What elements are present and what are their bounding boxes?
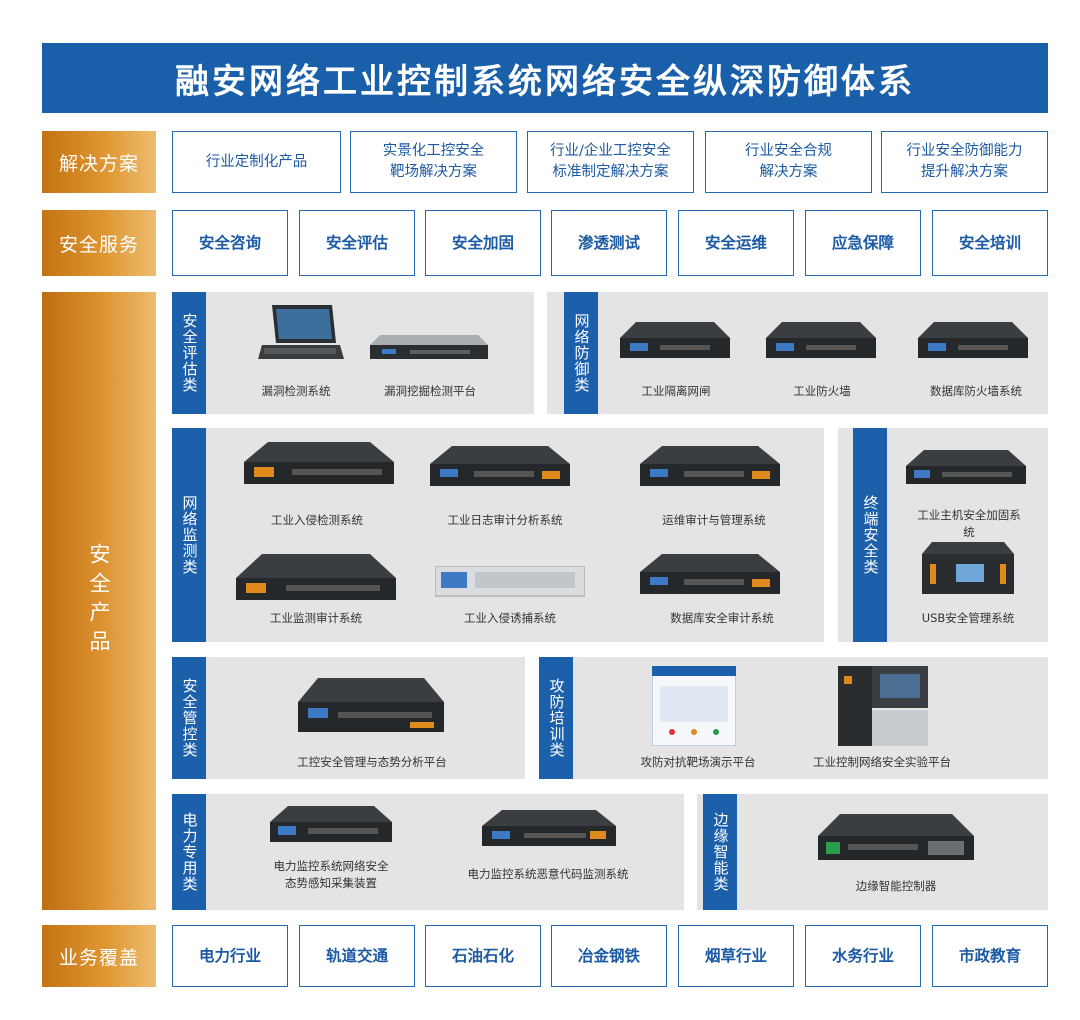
gateway-device-icon (620, 322, 730, 358)
coverage-box-petrochem[interactable]: 石油石化 (425, 925, 541, 987)
row-label-coverage: 业务覆盖 (42, 925, 156, 987)
coverage-box-water[interactable]: 水务行业 (805, 925, 921, 987)
host-hardening-device-icon (906, 450, 1026, 484)
product-label: 漏洞挖掘检测平台 (384, 384, 476, 398)
rack-server-icon (370, 335, 488, 359)
product-label: USB安全管理系统 (921, 611, 1015, 625)
product-label: 工业主机安全加固系统 (917, 508, 1021, 539)
category-training: 攻防培训类 (539, 657, 573, 779)
ops-audit-device-icon (640, 446, 780, 486)
service-box-operations[interactable]: 安全运维 (678, 210, 794, 276)
service-box-hardening[interactable]: 安全加固 (425, 210, 541, 276)
service-box-training[interactable]: 安全培训 (932, 210, 1048, 276)
monitor-audit-device-icon (236, 554, 396, 600)
category-power: 电力专用类 (172, 794, 206, 910)
product-label: 工业日志审计分析系统 (447, 513, 563, 527)
row-label-services: 安全服务 (42, 210, 156, 276)
honeypot-device-icon (435, 566, 585, 597)
category-terminal: 终端安全类 (853, 428, 887, 642)
range-demo-screen-icon (652, 666, 736, 746)
row-label-products: 安全产品 (42, 292, 156, 910)
product-label: 工业防火墙 (793, 384, 851, 398)
row-label-solutions: 解决方案 (42, 131, 156, 193)
db-firewall-device-icon (918, 322, 1028, 358)
management-server-icon (298, 678, 444, 732)
power-sensing-device-icon (270, 806, 392, 842)
malware-monitor-device-icon (482, 810, 616, 846)
log-audit-device-icon (430, 446, 570, 486)
product-label: 电力监控系统恶意代码监测系统 (467, 867, 629, 881)
product-label: 边缘智能控制器 (855, 879, 937, 893)
usb-manager-device-icon (922, 542, 1014, 594)
service-box-consulting[interactable]: 安全咨询 (172, 210, 288, 276)
page-title: 融安网络工业控制系统网络安全纵深防御体系 (42, 43, 1048, 113)
product-label: 数据库安全审计系统 (670, 611, 774, 625)
product-label: 漏洞检测系统 (261, 384, 331, 398)
product-label: 工业控制网络安全实验平台 (813, 755, 951, 769)
laptop-device-icon (258, 305, 344, 359)
coverage-box-rail[interactable]: 轨道交通 (299, 925, 415, 987)
coverage-box-tobacco[interactable]: 烟草行业 (678, 925, 794, 987)
category-edge: 边缘智能类 (703, 794, 737, 910)
service-box-pentest[interactable]: 渗透测试 (551, 210, 667, 276)
product-label: 数据库防火墙系统 (930, 384, 1022, 398)
ics-lab-cabinet-icon (838, 666, 928, 746)
product-label: 电力监控系统网络安全 态势感知采集装置 (273, 859, 389, 890)
service-box-emergency[interactable]: 应急保障 (805, 210, 921, 276)
category-monitoring: 网络监测类 (172, 428, 206, 642)
product-label: 运维审计与管理系统 (662, 513, 766, 527)
solution-box-4[interactable]: 行业安全合规 解决方案 (705, 131, 872, 193)
category-management: 安全管控类 (172, 657, 206, 779)
firewall-device-icon (766, 322, 876, 358)
solution-box-1[interactable]: 行业定制化产品 (172, 131, 341, 193)
solution-box-2[interactable]: 实景化工控安全 靶场解决方案 (350, 131, 517, 193)
product-label: 攻防对抗靶场演示平台 (640, 755, 756, 769)
product-label: 工控安全管理与态势分析平台 (297, 755, 447, 769)
category-defense: 网络防御类 (564, 292, 598, 414)
product-label: 工业监测审计系统 (270, 611, 362, 625)
product-label: 工业入侵检测系统 (271, 513, 363, 527)
service-box-assessment[interactable]: 安全评估 (299, 210, 415, 276)
coverage-box-municipal[interactable]: 市政教育 (932, 925, 1048, 987)
solution-box-3[interactable]: 行业/企业工控安全 标准制定解决方案 (527, 131, 694, 193)
panel-training (539, 657, 1048, 779)
solution-box-5[interactable]: 行业安全防御能力 提升解决方案 (881, 131, 1048, 193)
edge-controller-device-icon (818, 814, 974, 860)
category-assessment: 安全评估类 (172, 292, 206, 414)
ids-device-icon (244, 442, 394, 484)
product-label: 工业隔离网闸 (641, 384, 711, 398)
product-label: 工业入侵诱捕系统 (464, 611, 556, 625)
coverage-box-power[interactable]: 电力行业 (172, 925, 288, 987)
db-audit-device-icon (640, 554, 780, 594)
coverage-box-metallurgy[interactable]: 冶金钢铁 (551, 925, 667, 987)
